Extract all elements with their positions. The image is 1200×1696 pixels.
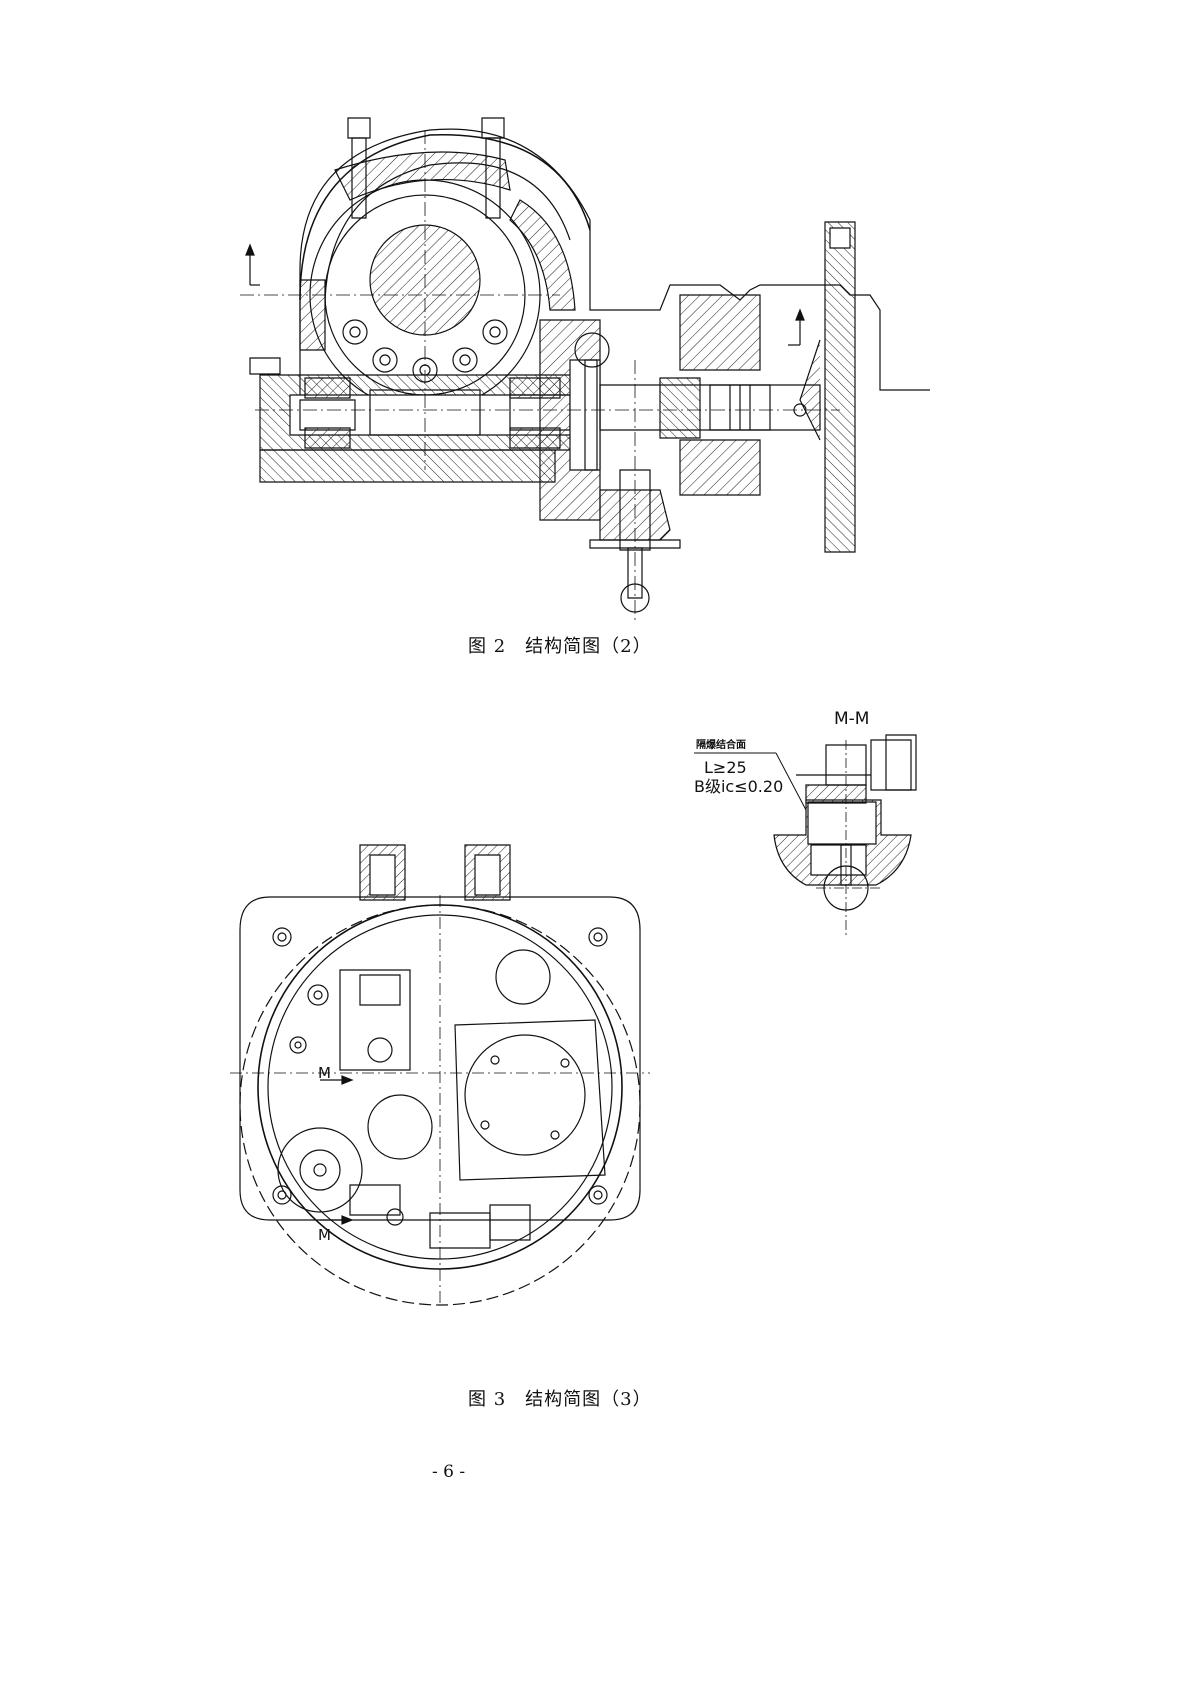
section-label: M-M [834,709,869,729]
annotation-line-1: L≥25 [704,758,747,777]
section-m-m-detail: M-M 隔爆结合面 L≥25 B级ic≤0.20 [694,709,946,940]
annotation-title: 隔爆结合面 [696,738,746,751]
section-mark-top: M [318,1064,331,1082]
figure-2-drawing [240,110,940,670]
section-mark-bottom: M [318,1226,331,1244]
figure-3-drawing: M M [210,835,680,1335]
figure-3-caption: 图 3 结构简图（3） [468,1389,652,1410]
page-number: - 6 - [432,1462,466,1482]
annotation-line-2: B级ic≤0.20 [694,777,783,796]
figure-2-caption: 图 2 结构简图（2） [468,636,652,657]
